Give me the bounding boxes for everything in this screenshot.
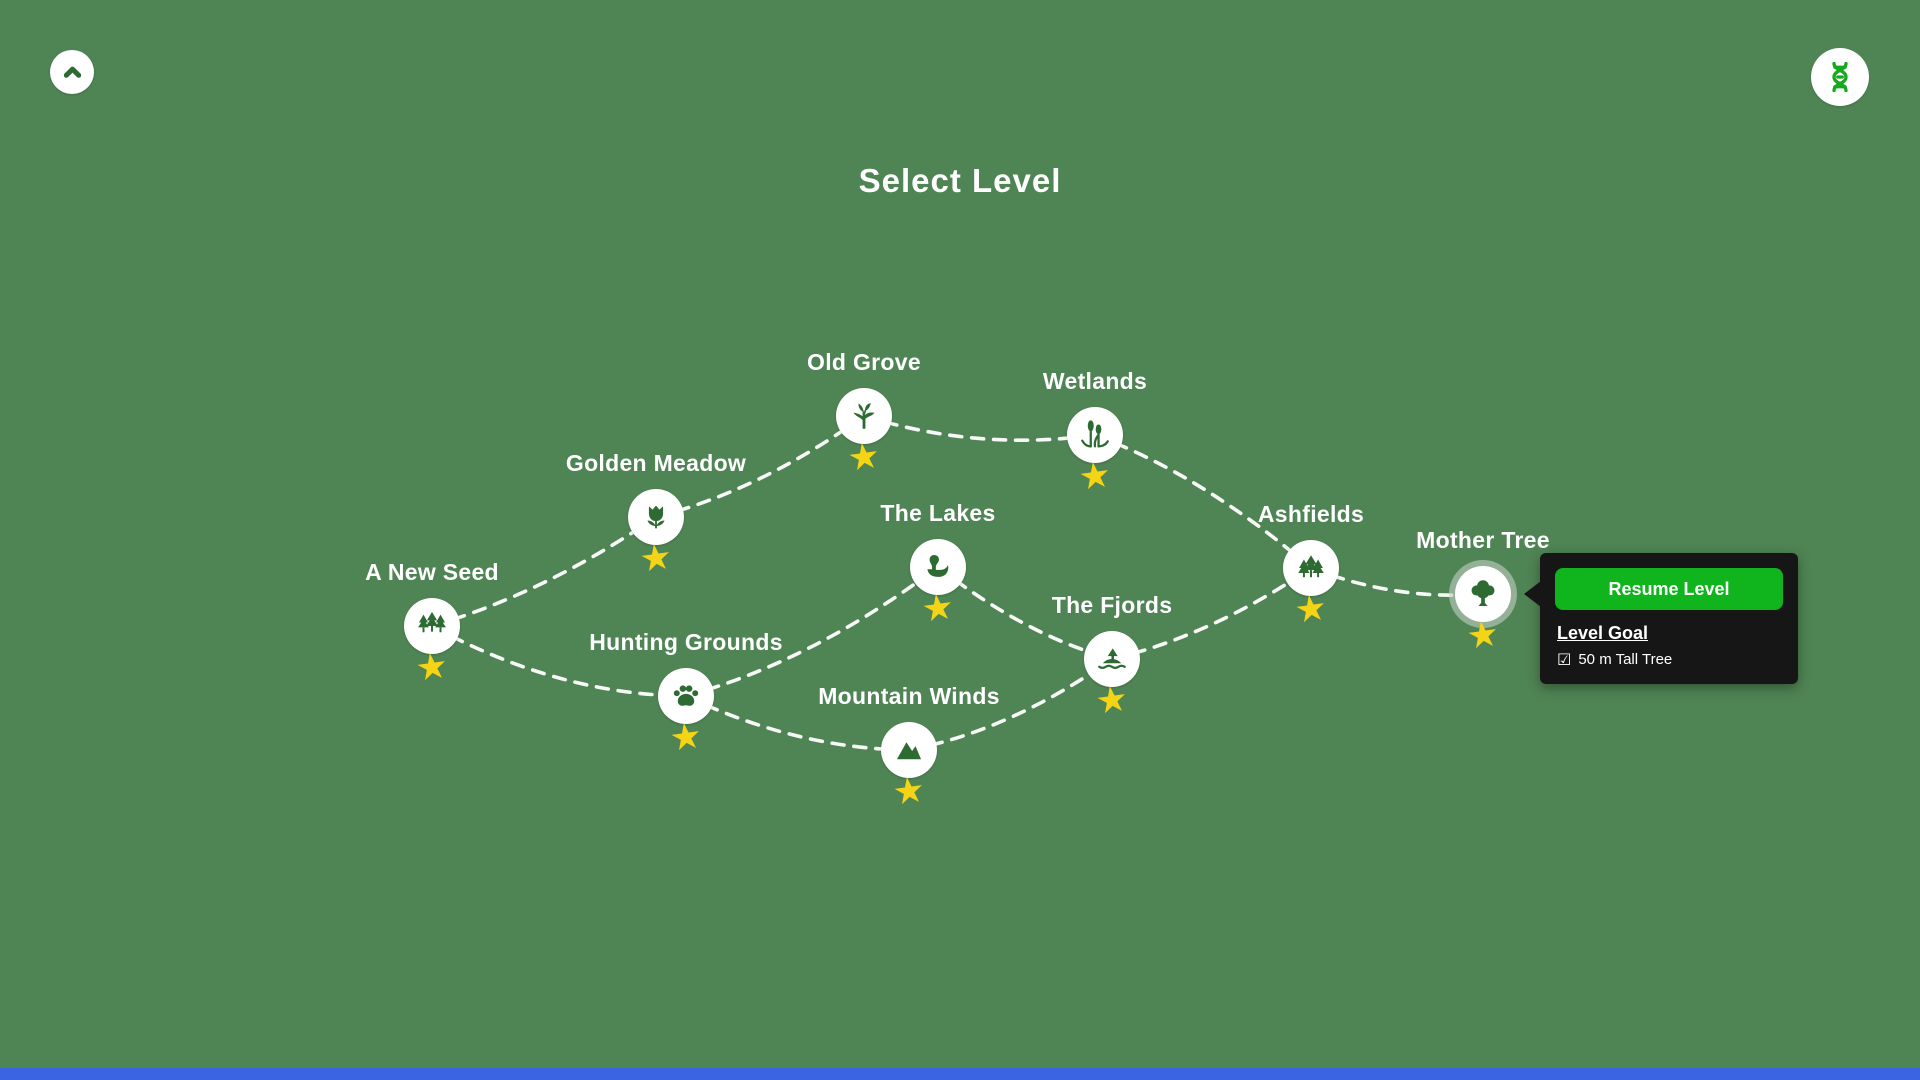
level-label: Golden Meadow bbox=[565, 450, 747, 476]
swan-icon bbox=[921, 550, 955, 584]
level-label: Wetlands bbox=[1042, 368, 1148, 394]
level-label: Old Grove bbox=[807, 349, 921, 375]
star-icon: ★ bbox=[667, 714, 705, 761]
star-icon: ★ bbox=[1292, 586, 1330, 633]
star-icon: ★ bbox=[919, 585, 957, 632]
resume-level-button[interactable]: Resume Level bbox=[1555, 568, 1783, 610]
checkbox-checked-icon: ☑ bbox=[1557, 649, 1572, 669]
level-goal-item: ☑ 50 m Tall Tree bbox=[1557, 651, 1781, 668]
pine-trees-icon bbox=[415, 609, 449, 643]
page-title: Select Level bbox=[858, 162, 1062, 199]
goal-text: 50 m Tall Tree bbox=[1578, 651, 1673, 668]
chevron-up-icon bbox=[59, 59, 86, 86]
star-icon: ★ bbox=[1464, 612, 1502, 659]
level-label: A New Seed bbox=[365, 559, 499, 585]
level-button-wetlands[interactable] bbox=[1067, 407, 1123, 463]
level-label: Mountain Winds bbox=[818, 683, 1000, 709]
level-label: Ashfields bbox=[1257, 501, 1365, 527]
level-button-the-fjords[interactable] bbox=[1084, 631, 1140, 687]
back-button[interactable] bbox=[50, 50, 94, 94]
path-wetlands-to-ashfields bbox=[1093, 433, 1313, 570]
fjords-icon bbox=[1095, 642, 1129, 676]
star-icon: ★ bbox=[637, 535, 675, 582]
level-goal-heading: Level Goal bbox=[1557, 623, 1649, 643]
mountain-icon bbox=[892, 733, 926, 767]
star-icon: ★ bbox=[413, 644, 451, 691]
path-a-new-seed-to-hunting-grounds bbox=[430, 624, 688, 698]
dna-button[interactable] bbox=[1811, 48, 1869, 106]
path-old-grove-to-wetlands bbox=[862, 414, 1097, 443]
path-a-new-seed-to-golden-meadow bbox=[430, 515, 658, 628]
dead-tree-icon bbox=[847, 399, 881, 433]
level-button-the-lakes[interactable] bbox=[910, 539, 966, 595]
tulip-icon bbox=[639, 500, 673, 534]
level-button-mountain-winds[interactable] bbox=[881, 722, 937, 778]
level-label: The Fjords bbox=[1051, 592, 1173, 618]
paw-icon bbox=[669, 679, 703, 713]
level-button-a-new-seed[interactable] bbox=[404, 598, 460, 654]
level-popup: Resume Level Level Goal ☑ 50 m Tall Tree bbox=[1524, 553, 1798, 684]
path-hunting-grounds-to-the-lakes bbox=[684, 565, 940, 698]
star-icon: ★ bbox=[1076, 453, 1114, 500]
level-button-golden-meadow[interactable] bbox=[628, 489, 684, 545]
popup-arrow bbox=[1524, 581, 1541, 607]
star-icon: ★ bbox=[845, 434, 883, 481]
level-label: The Lakes bbox=[880, 500, 996, 526]
level-button-old-grove[interactable] bbox=[836, 388, 892, 444]
level-label: Mother Tree bbox=[1416, 527, 1550, 553]
mother-tree-icon bbox=[1466, 577, 1500, 611]
level-button-mother-tree[interactable] bbox=[1455, 566, 1511, 622]
forest-icon bbox=[1294, 551, 1328, 585]
reeds-icon bbox=[1078, 418, 1112, 452]
star-icon: ★ bbox=[890, 768, 928, 815]
level-label: Hunting Grounds bbox=[589, 629, 783, 655]
level-button-hunting-grounds[interactable] bbox=[658, 668, 714, 724]
dna-icon bbox=[1822, 59, 1858, 95]
level-button-ashfields[interactable] bbox=[1283, 540, 1339, 596]
bottom-water-strip bbox=[0, 1068, 1920, 1080]
star-icon: ★ bbox=[1093, 677, 1131, 724]
